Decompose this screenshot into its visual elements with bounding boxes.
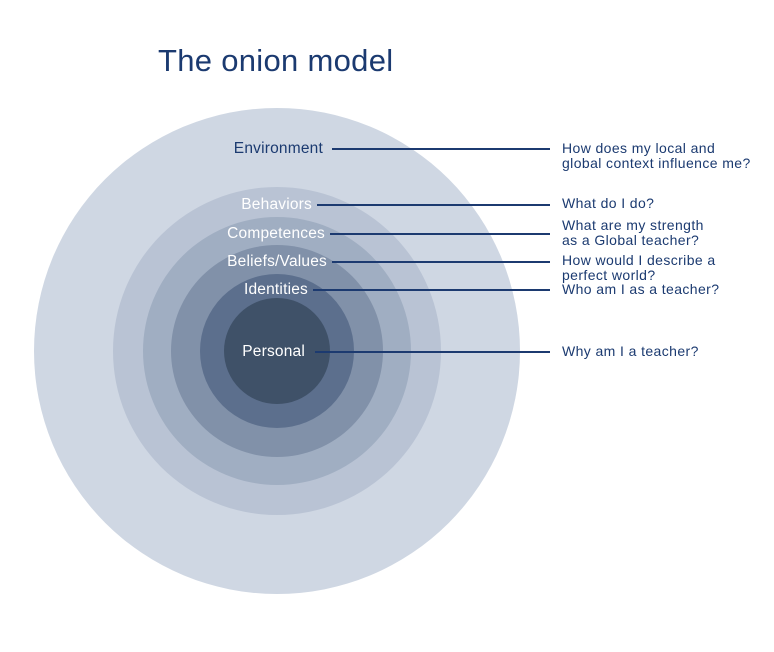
ring-personal <box>224 298 330 404</box>
question-competences: What are my strength as a Global teacher… <box>562 217 704 248</box>
connector-line-identities <box>313 289 550 291</box>
question-personal: Why am I a teacher? <box>562 343 699 359</box>
connector-line-competences <box>330 233 550 235</box>
ring-label-behaviors: Behaviors <box>241 196 312 213</box>
ring-label-personal: Personal <box>242 343 305 360</box>
connector-line-environment <box>332 148 550 150</box>
ring-label-beliefs-values: Beliefs/Values <box>227 253 327 270</box>
question-behaviors: What do I do? <box>562 195 655 211</box>
ring-label-environment: Environment <box>233 140 323 157</box>
ring-label-competences: Competences <box>227 225 325 242</box>
question-beliefs-values: How would I describe a perfect world? <box>562 252 716 283</box>
question-environment: How does my local and global context inf… <box>562 140 751 171</box>
question-identities: Who am I as a teacher? <box>562 281 720 297</box>
ring-label-identities: Identities <box>243 281 308 298</box>
diagram-title: The onion model <box>158 43 394 78</box>
connector-line-beliefs-values <box>332 261 550 263</box>
connector-line-behaviors <box>317 204 550 206</box>
connector-line-personal <box>315 351 550 353</box>
